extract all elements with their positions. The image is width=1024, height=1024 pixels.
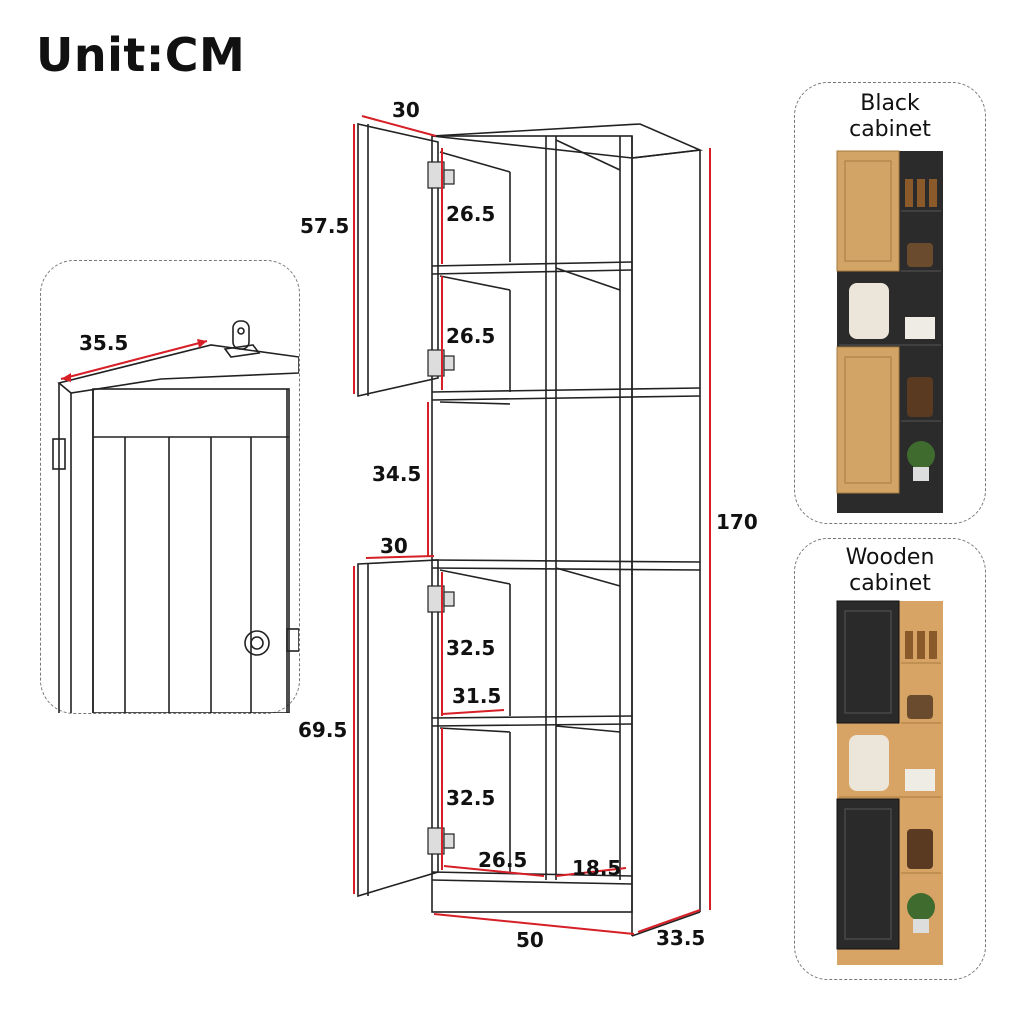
dim-bottom-inner-left: 26.5 (478, 848, 528, 872)
hinge-group (427, 161, 455, 855)
dim-bottom-inner-right: 18.5 (572, 856, 622, 880)
variant-panel-black: Black cabinet (794, 82, 986, 524)
door-detail-drawing (52, 320, 299, 713)
dim-total-depth: 33.5 (656, 926, 706, 950)
variant-label-line2: cabinet (849, 571, 931, 596)
wooden-cabinet-illustration (836, 600, 943, 965)
dim-top-door-height: 57.5 (300, 214, 350, 238)
variant-label-line1: Black (860, 91, 920, 116)
dim-lower-shelf-1: 32.5 (446, 636, 496, 660)
dim-total-height: 170 (716, 510, 758, 534)
dim-bottom-door-width: 30 (380, 534, 408, 558)
detail-inset: 35.5 (40, 260, 300, 714)
depth-label: 35.5 (79, 331, 129, 355)
black-cabinet-illustration (836, 150, 943, 513)
dim-total-width: 50 (516, 928, 544, 952)
variant-panel-wooden: Wooden cabinet (794, 538, 986, 980)
dim-upper-shelf-1: 26.5 (446, 202, 496, 226)
dim-lower-shelf-2: 32.5 (446, 786, 496, 810)
dim-middle-height: 34.5 (372, 462, 422, 486)
unit-title: Unit:CM (36, 28, 246, 82)
dim-inner-width: 31.5 (452, 684, 502, 708)
dim-top-door-width: 30 (392, 98, 420, 122)
variant-label-line2: cabinet (849, 117, 931, 142)
dim-bottom-door-height: 69.5 (298, 718, 348, 742)
dim-upper-shelf-2: 26.5 (446, 324, 496, 348)
variant-label-line1: Wooden (845, 545, 935, 570)
